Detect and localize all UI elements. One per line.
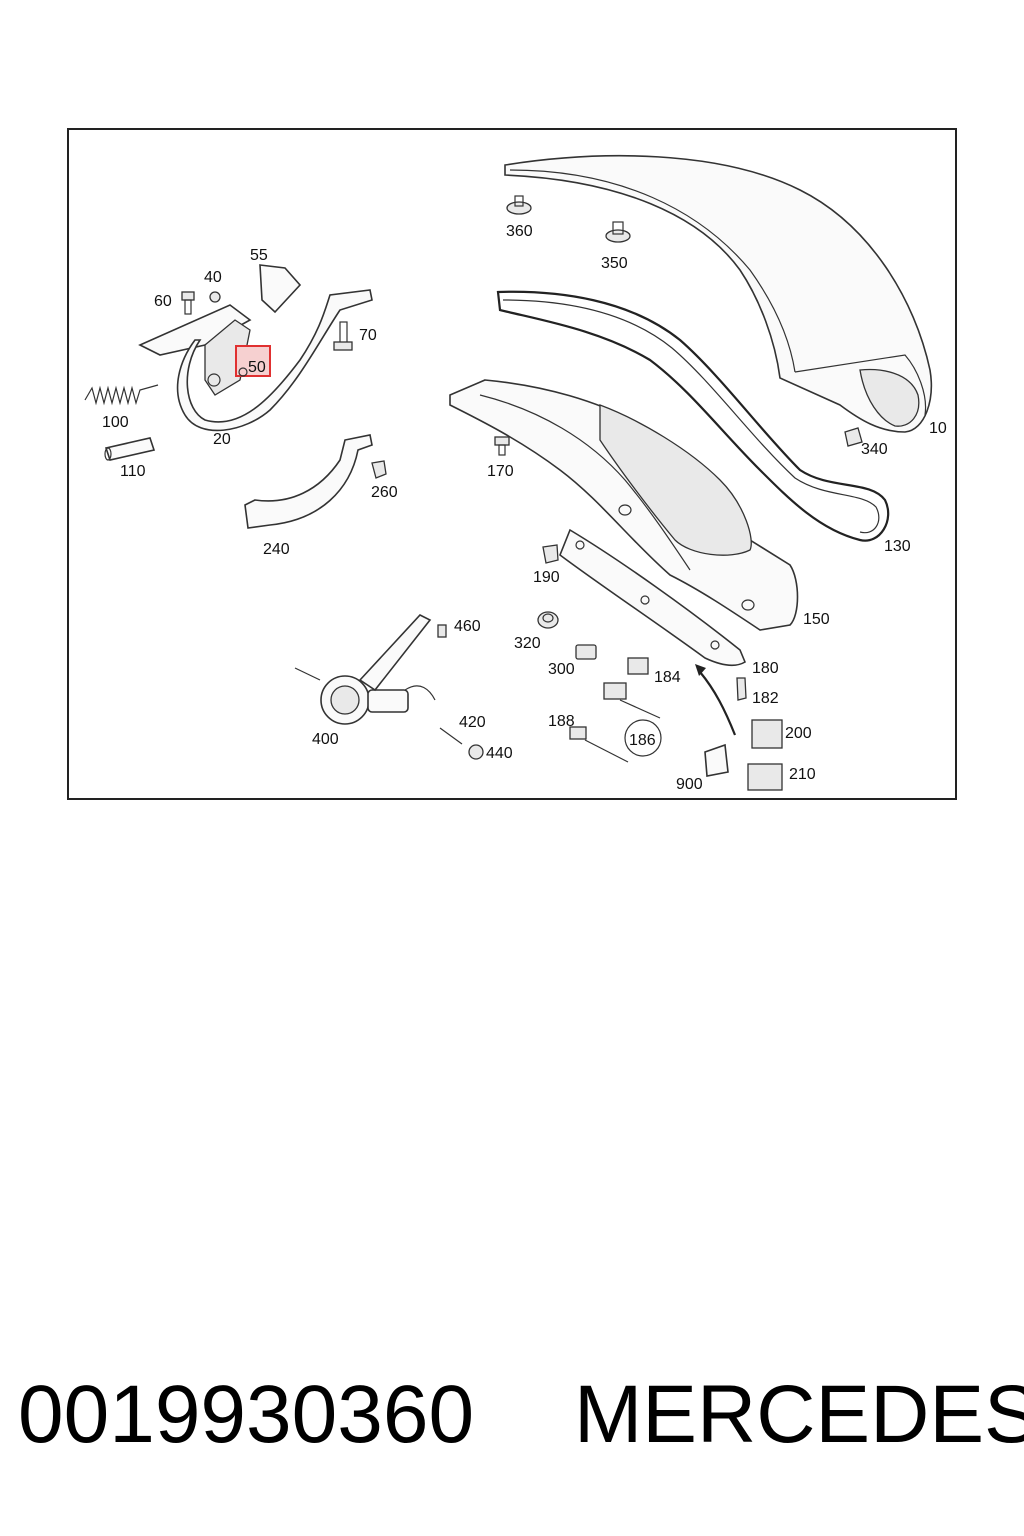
part-350-clip — [605, 221, 631, 243]
callout-350: 350 — [601, 255, 628, 272]
part-50 — [238, 367, 248, 377]
callout-150: 150 — [803, 611, 830, 628]
part-182-clip — [736, 677, 747, 701]
callout-50: 50 — [248, 359, 266, 376]
callout-110: 110 — [120, 463, 146, 480]
part-440-nut — [468, 744, 484, 760]
callout-320: 320 — [514, 635, 541, 652]
part-190-clip — [542, 544, 559, 564]
callout-20: 20 — [213, 431, 231, 448]
arrow-to-200 — [699, 671, 737, 736]
part-180-lower-strip — [559, 528, 747, 667]
part-number: 0019930360 — [18, 1369, 475, 1460]
callout-40: 40 — [204, 269, 222, 286]
callout-200: 200 — [785, 725, 812, 742]
callout-130: 130 — [884, 538, 911, 555]
arrow-head — [695, 664, 706, 676]
highlight-box-50 — [235, 345, 271, 377]
part-200-switch — [751, 719, 783, 749]
callout-460: 460 — [454, 618, 481, 635]
callout-10: 10 — [929, 420, 947, 437]
callout-360: 360 — [506, 223, 533, 240]
part-340-clip — [844, 427, 863, 447]
callout-60: 60 — [154, 293, 172, 310]
callout-188: 188 — [548, 713, 575, 730]
callout-180: 180 — [752, 660, 779, 677]
callout-70: 70 — [359, 327, 377, 344]
part-70-bolt — [333, 321, 353, 351]
part-170-clip — [494, 436, 510, 456]
callout-260: 260 — [371, 484, 398, 501]
callout-186: 186 — [629, 732, 656, 749]
callout-170: 170 — [487, 463, 514, 480]
part-420-pin — [439, 727, 463, 745]
part-186-switch-group — [584, 682, 662, 763]
part-900-label — [704, 743, 729, 777]
part-60-bolt — [181, 291, 195, 315]
part-130-seal — [496, 290, 890, 542]
callout-340: 340 — [861, 441, 888, 458]
callout-210: 210 — [789, 766, 816, 783]
part-210-switch — [747, 763, 783, 791]
part-300-connector — [575, 644, 597, 660]
part-400-drive-motor — [294, 614, 436, 725]
part-360-clip — [506, 195, 532, 215]
callout-55: 55 — [250, 247, 268, 264]
part-260-clip — [371, 460, 387, 479]
part-10-trunk-lid — [504, 154, 933, 433]
callout-190: 190 — [533, 569, 560, 586]
part-150-trim-panel — [449, 379, 799, 631]
part-240-guide — [244, 434, 373, 529]
callout-182: 182 — [752, 690, 779, 707]
part-40 — [209, 291, 221, 303]
callout-900: 900 — [676, 776, 703, 793]
part-460 — [437, 624, 447, 638]
part-110-sleeve — [104, 437, 156, 461]
part-55 — [259, 264, 302, 314]
part-188 — [569, 726, 587, 740]
callout-440: 440 — [486, 745, 513, 762]
brand-name: MERCEDES — [574, 1369, 1024, 1460]
callout-184: 184 — [654, 669, 681, 686]
callout-400: 400 — [312, 731, 339, 748]
part-320-grommet — [537, 611, 559, 629]
part-184-sensor — [627, 657, 649, 675]
callout-300: 300 — [548, 661, 575, 678]
footer: 0019930360 MERCEDES — [18, 1368, 1024, 1468]
part-100-spring — [84, 384, 159, 406]
callout-420: 420 — [459, 714, 486, 731]
callout-100: 100 — [102, 414, 129, 431]
callout-240: 240 — [263, 541, 290, 558]
